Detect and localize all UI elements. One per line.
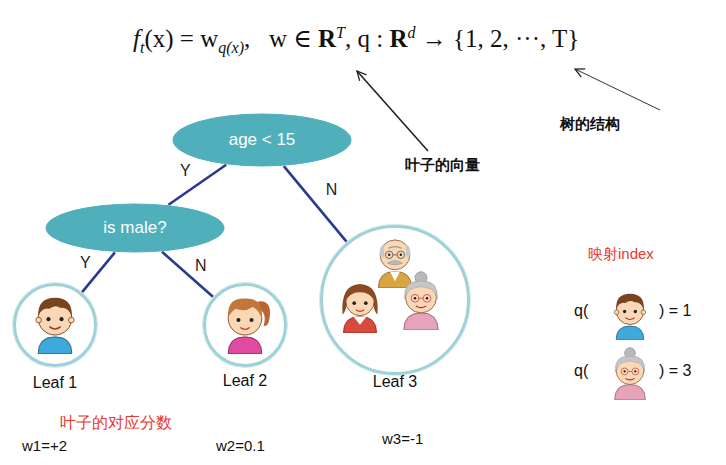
formula: ft(x) = wq(x), w ∈ RT, q : Rd → {1, 2, ·… <box>133 24 579 57</box>
ellipse-shape <box>173 114 351 166</box>
branch-label: Y <box>78 254 93 272</box>
formula-part: d <box>408 24 416 41</box>
node-text: age < 15 <box>229 130 296 150</box>
mapping-text: ) = 3 <box>659 362 691 380</box>
annotation: 树的结构 <box>560 115 620 134</box>
formula-part: T <box>336 24 345 41</box>
formula-part: R <box>389 25 407 52</box>
leaf-circle: Leaf 1 <box>13 283 97 367</box>
mapping-text: ) = 1 <box>659 302 691 320</box>
grandma-icon <box>615 348 646 400</box>
section-note: 叶子的对应分数 <box>60 413 172 434</box>
mapping-text: q( <box>574 302 588 320</box>
grandma-figure <box>404 272 438 330</box>
annotation: 叶子的向量 <box>405 156 480 175</box>
section-note: 映射index <box>588 245 654 264</box>
leaf-circle: Leaf 3 <box>320 225 470 375</box>
boy-figure <box>36 298 74 354</box>
boy-icon <box>614 294 645 340</box>
leaf-score: w3=-1 <box>382 430 423 447</box>
formula-part: t <box>140 39 144 56</box>
formula-part: q(x) <box>218 39 244 56</box>
formula-part: (x) = w <box>144 25 218 52</box>
branch-label: Y <box>178 162 193 180</box>
decision-ellipse: age < 15 <box>172 113 352 167</box>
leaf-label: Leaf 1 <box>33 374 77 392</box>
formula-part: → {1, 2, ···, T} <box>416 25 580 52</box>
formula-part: , w ∈ <box>244 25 318 52</box>
leaf-circle: Leaf 2 <box>203 283 287 367</box>
formula-part: f <box>133 25 140 52</box>
leaf-score: w2=0.1 <box>216 437 265 454</box>
tree-branch <box>162 252 214 297</box>
branch-label: N <box>193 257 209 275</box>
leaf-score: w1=+2 <box>22 437 67 454</box>
leaf-label: Leaf 3 <box>373 373 417 391</box>
branch-label: N <box>324 181 340 199</box>
woman-figure <box>342 284 377 333</box>
decision-ellipse: is male? <box>45 203 225 253</box>
ellipse-shape <box>46 204 224 252</box>
leaf-label: Leaf 2 <box>223 372 267 390</box>
tree-branch <box>284 166 347 242</box>
formula-part: R <box>318 25 336 52</box>
grandpa-figure <box>378 240 411 288</box>
formula-part: , q : <box>345 25 389 52</box>
node-text: is male? <box>103 218 166 238</box>
pointer-arrow <box>357 71 428 151</box>
pointer-arrow <box>575 69 660 110</box>
mapping-text: q( <box>574 362 588 380</box>
girl-figure <box>228 299 270 354</box>
